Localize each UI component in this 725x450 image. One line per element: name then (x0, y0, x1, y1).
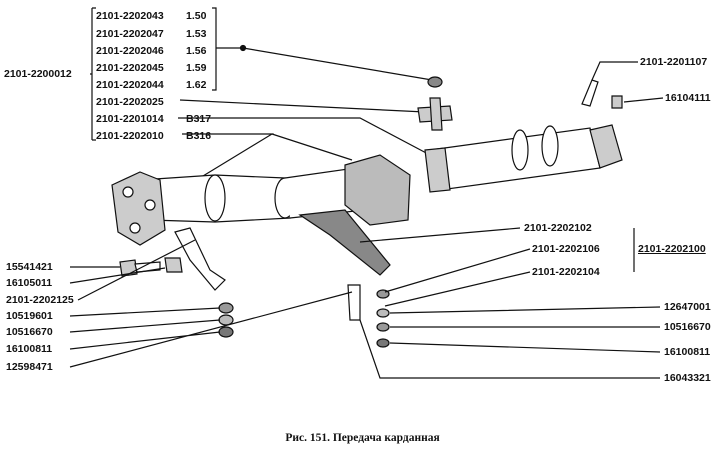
fastener-label-1: 10516670 (664, 321, 711, 333)
bracket-item-0-value: 1.50 (186, 10, 207, 22)
leader-yoke (178, 117, 431, 156)
left-label-0: 15541421 (6, 261, 53, 273)
washer-r2 (376, 308, 390, 318)
bracket-item-5-code: 2101-2202025 (96, 96, 164, 108)
figure-caption: Рис. 151. Передача карданная (285, 432, 440, 444)
left-label-5: 16100811 (6, 343, 53, 355)
group-code: 2101-2200012 (4, 68, 72, 80)
bracket-item-1-value: 1.53 (186, 28, 207, 40)
bracket-item-2-value: 1.56 (186, 45, 207, 57)
bolt-center (347, 284, 361, 321)
leaders-right-top (591, 61, 664, 103)
support-label-1: 2101-2202106 (532, 243, 600, 255)
bracket-item-1-code: 2101-2202047 (96, 28, 164, 40)
washer-l2 (218, 314, 234, 326)
group-code-underline (4, 68, 86, 80)
bracket-item-4-value: 1.62 (186, 79, 207, 91)
bracket-item-0-code: 2101-2202043 (96, 10, 164, 22)
leader-shaft2 (271, 133, 353, 161)
elastic-coupling (111, 171, 166, 246)
fastener-label-2: 16100811 (664, 346, 711, 358)
left-label-3: 10519601 (6, 310, 53, 322)
bracket-item-2-code: 2101-2202046 (96, 45, 164, 57)
right-top-label-1: 16104111 (665, 92, 711, 104)
bolt-top-right (581, 79, 599, 107)
leaders-left (69, 239, 353, 368)
nut-l3 (218, 326, 234, 338)
washer-r3 (376, 322, 390, 332)
right-top-label-0: 2101-2201107 (640, 56, 708, 68)
leader-cross (179, 99, 426, 113)
leaders-fasteners (359, 306, 661, 379)
fastener-label-3: 16043321 (664, 372, 711, 384)
leaders-support (359, 227, 635, 307)
items-bracket-right (212, 7, 240, 91)
bracket-item-7-value: В316 (186, 130, 212, 142)
left-label-6: 12598471 (6, 361, 53, 373)
bracket-item-4-code: 2101-2202044 (96, 79, 164, 91)
support-label-0: 2101-2202102 (524, 222, 592, 234)
nut-left (164, 257, 183, 273)
bracket-part (174, 227, 226, 291)
left-label-1: 16105011 (6, 277, 53, 289)
support-label-2: 2101-2202104 (532, 266, 600, 278)
nut-top-right (611, 95, 623, 109)
universal-cross (417, 97, 453, 131)
bracket-item-6-code: 2101-2201014 (96, 113, 164, 125)
center-support (298, 154, 411, 276)
bracket-item-6-value: В317 (186, 113, 212, 125)
rear-shaft (424, 124, 623, 193)
fastener-label-0: 12647001 (664, 301, 711, 313)
support-group-code: 2101-2202100 (638, 243, 706, 255)
washer-top (427, 76, 443, 88)
left-label-2: 2101-2202125 (6, 294, 74, 306)
nut-r4 (376, 338, 390, 348)
leader-washer (242, 47, 433, 81)
left-label-4: 10516670 (6, 326, 53, 338)
bracket-item-3-value: 1.59 (186, 62, 207, 74)
group-bracket (90, 7, 96, 141)
bracket-item-7-code: 2101-2202010 (96, 130, 164, 142)
washer-l1 (218, 302, 234, 314)
bracket-item-3-code: 2101-2202045 (96, 62, 164, 74)
